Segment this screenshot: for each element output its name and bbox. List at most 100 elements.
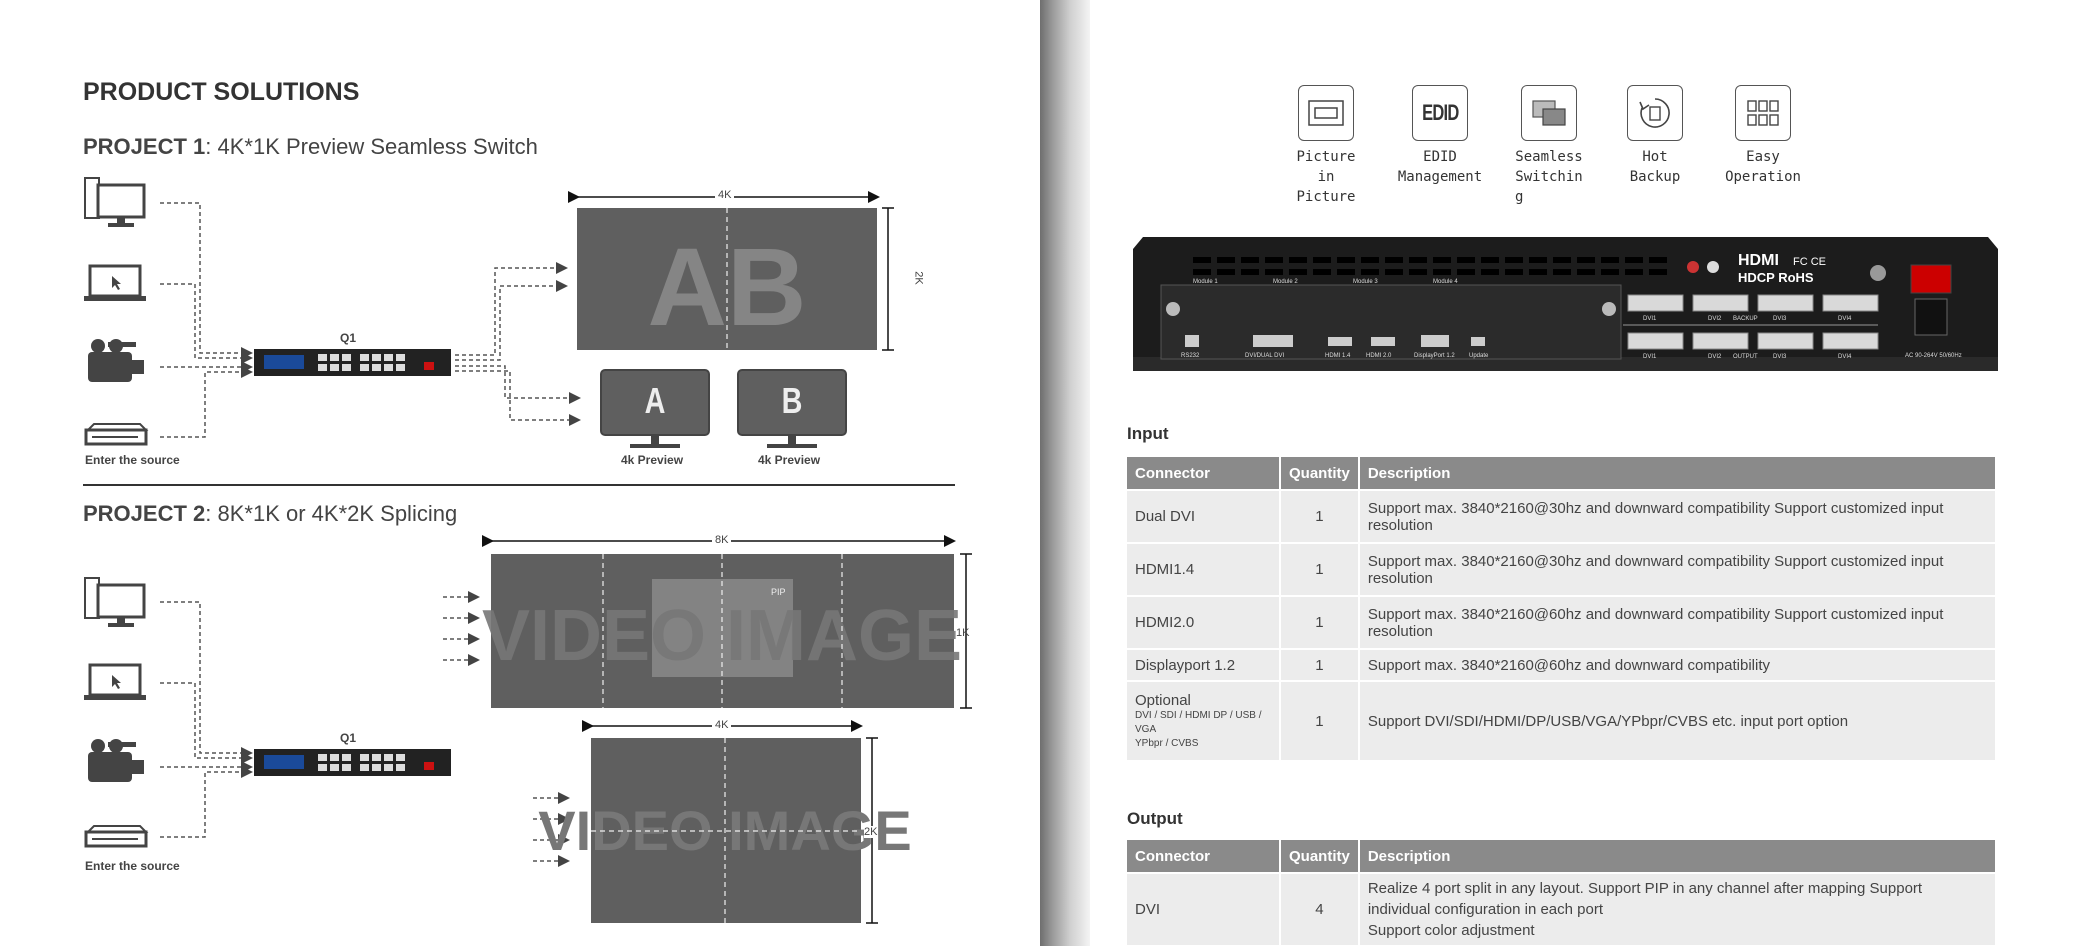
laptop-icon <box>84 264 146 301</box>
solutions-diagram: AB <box>84 177 972 924</box>
hdmi-logo: HDMI <box>1738 252 1779 269</box>
input-table-title: Input <box>1127 424 1169 443</box>
power-label: AC 90-264V 50/60Hz <box>1905 353 1962 359</box>
port-label: DVI/DUAL DVI <box>1245 353 1284 359</box>
quantity-cell: 1 <box>1281 648 1360 680</box>
monitor-a-label: A <box>644 380 666 421</box>
connector-name: Optional <box>1135 691 1191 709</box>
description-cell: Support max. 3840*2160@60hz and downward… <box>1359 648 1997 680</box>
wall1-height-label: 1K <box>956 627 970 639</box>
project1-device-label: Q1 <box>340 331 357 345</box>
description-cell: Realize 4 port split in any layout. Supp… <box>1359 872 1997 945</box>
feature-label-line: Hot <box>1642 149 1668 165</box>
feature-edid-management: EDID EDID Management <box>1395 85 1485 187</box>
backup-label: BACKUP <box>1733 316 1758 322</box>
q1-device-1 <box>254 349 451 376</box>
desktop-pc-icon <box>84 177 146 227</box>
dvi-label: DVI4 <box>1838 316 1852 322</box>
table-row: HDMI2.0 1 Support max. 3840*2160@60hz an… <box>1127 595 1997 648</box>
table-row: Optional DVI / SDI / HDMI DP / USB / VGA… <box>1127 680 1997 760</box>
table-row: DVI 4 Realize 4 port split in any layout… <box>1127 872 1997 945</box>
feature-label-line: Switchin <box>1515 169 1583 185</box>
project2-title: : 8K*1K or 4K*2K Splicing <box>205 501 458 526</box>
feature-label-line: Operation <box>1725 169 1801 185</box>
project1-heading: PROJECT 1: 4K*1K Preview Seamless Switch <box>83 134 538 160</box>
project2-device-label: Q1 <box>340 731 357 745</box>
dvi-label: DVI1 <box>1643 316 1657 322</box>
connector-options-2: YPbpr / CVBS <box>1135 737 1199 749</box>
column-header: Description <box>1359 840 1997 872</box>
quantity-cell: 1 <box>1281 489 1360 542</box>
feature-label-line: Backup <box>1629 169 1681 185</box>
feature-label-line: Picture <box>1296 189 1356 205</box>
feature-label-line: EDID <box>1423 149 1457 165</box>
port-label: DisplayPort 1.2 <box>1414 353 1455 359</box>
q1-device-2 <box>254 749 451 776</box>
description-cell: Support max. 3840*2160@60hz and downward… <box>1359 595 1997 648</box>
quantity-cell: 1 <box>1281 595 1360 648</box>
project1-screen: AB <box>568 191 894 351</box>
project2-wall-4k: VIDEO IMAGE <box>538 720 912 924</box>
table-header-row: Connector Quantity Description <box>1127 840 1997 872</box>
preview-a-label: 4k Preview <box>621 453 684 467</box>
easy-operation-icon <box>1735 85 1791 141</box>
feature-hot-backup: Hot Backup <box>1617 85 1693 187</box>
dvi-label: DVI4 <box>1838 354 1852 360</box>
project1-height-label: 2K <box>912 271 925 285</box>
book-spine-shadow <box>1040 0 1090 946</box>
dvi-label: DVI2 <box>1708 354 1722 360</box>
device-rear-panel: HDMI HDCP RoHS FC CE Module 1 Module 2 M… <box>1133 237 1998 371</box>
preview-b-label: 4k Preview <box>758 453 821 467</box>
table-row: HDMI1.4 1 Support max. 3840*2160@30hz an… <box>1127 542 1997 595</box>
left-page: PRODUCT SOLUTIONS PROJECT 1: 4K*1K Previ… <box>0 0 1040 946</box>
wall2-width-label: 4K <box>712 719 732 731</box>
project2-wall-8k: VIDEO IMAGE <box>482 535 972 709</box>
pip-label: PIP <box>771 587 786 597</box>
feature-picture-in-picture: Picture in Picture <box>1291 85 1361 207</box>
table-row: Displayport 1.2 1 Support max. 3840*2160… <box>1127 648 1997 680</box>
media-player-icon <box>84 423 149 446</box>
connector-cell: Optional DVI / SDI / HDMI DP / USB / VGA… <box>1127 680 1281 760</box>
quantity-cell: 4 <box>1281 872 1360 945</box>
column-header: Quantity <box>1281 457 1360 489</box>
edid-icon-text: EDID <box>1421 100 1459 125</box>
connector-options: DVI / SDI / HDMI DP / USB / VGA <box>1135 709 1262 735</box>
page-heading: PRODUCT SOLUTIONS <box>83 78 360 106</box>
project1-label: PROJECT 1 <box>83 134 206 159</box>
project1-width-label: 4K <box>715 189 735 201</box>
project2-heading: PROJECT 2: 8K*1K or 4K*2K Splicing <box>83 501 457 527</box>
table-row: Dual DVI 1 Support max. 3840*2160@30hz a… <box>1127 489 1997 542</box>
feature-label-line: g <box>1515 189 1524 205</box>
port-label: Update <box>1469 353 1489 359</box>
connector-cell: HDMI1.4 <box>1127 542 1281 595</box>
table-header-row: Connector Quantity Description <box>1127 457 1997 489</box>
camera-icon-2 <box>88 739 144 782</box>
monitor-a <box>600 369 710 448</box>
connector-cell: Dual DVI <box>1127 489 1281 542</box>
camera-icon <box>88 339 144 382</box>
description-line: individual configuration in each port <box>1367 901 1603 918</box>
module-label: Module 1 <box>1193 279 1218 285</box>
feature-label-line: in <box>1317 169 1335 185</box>
output-table: Connector Quantity Description DVI 4 Rea… <box>1127 840 1997 945</box>
laptop-icon-2 <box>84 663 146 700</box>
feature-seamless-switching: Seamless Switchin g <box>1509 85 1589 207</box>
monitor-b-label: B <box>781 380 803 421</box>
quantity-cell: 1 <box>1281 680 1360 760</box>
column-header: Connector <box>1127 840 1281 872</box>
connector-cell: Displayport 1.2 <box>1127 648 1281 680</box>
module-label: Module 2 <box>1273 279 1298 285</box>
monitor-b <box>737 369 847 448</box>
seamless-switching-icon <box>1521 85 1577 141</box>
module-label: Module 4 <box>1433 279 1458 285</box>
dvi-label: DVI1 <box>1643 354 1657 360</box>
project1-title: : 4K*1K Preview Seamless Switch <box>205 134 538 159</box>
column-header: Quantity <box>1281 840 1360 872</box>
edid-icon: EDID <box>1412 85 1468 141</box>
feature-label-line: Seamless <box>1515 149 1583 165</box>
column-header: Connector <box>1127 457 1281 489</box>
output-label: OUTPUT <box>1733 354 1758 360</box>
dvi-label: DVI3 <box>1773 354 1787 360</box>
port-label: HDMI 1.4 <box>1325 353 1351 359</box>
column-header: Description <box>1359 457 1997 489</box>
